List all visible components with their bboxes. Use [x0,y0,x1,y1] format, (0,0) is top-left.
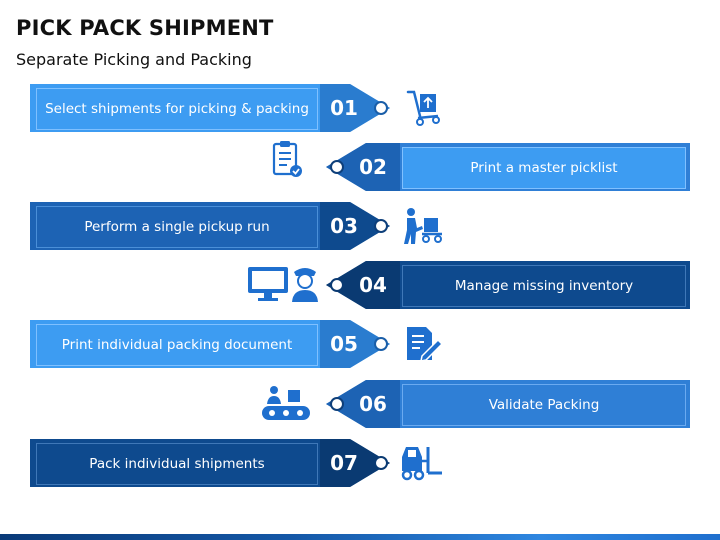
page-subtitle: Separate Picking and Packing [16,50,252,69]
document-edit-icon [407,327,444,362]
step-1-label: Select shipments for picking & packing [36,88,318,130]
worker-cart-icon [404,208,442,244]
step-row-7: Pack individual shipments 07 [30,439,400,489]
step-7-label: Pack individual shipments [36,443,318,485]
step-3-number: 03 [330,214,358,238]
step-7-number: 07 [330,451,358,475]
step-row-5: Print individual packing document 05 [30,320,400,370]
page-title: PICK PACK SHIPMENT [16,16,274,40]
conveyor-worker-icon [262,386,310,420]
step-row-3: Perform a single pickup run 03 [30,202,400,252]
clipboard-icon [272,141,302,177]
monitor-operator-icon [248,267,318,302]
step-row-1: Select shipments for picking & packing 0… [30,84,400,134]
step-2-number: 02 [359,155,387,179]
step-5-label: Print individual packing document [36,324,318,366]
step-6-label: Validate Packing [402,384,686,426]
bottom-accent-bar [0,534,720,540]
step-6-number: 06 [359,392,387,416]
step-5-number: 05 [330,332,358,356]
step-3-label: Perform a single pickup run [36,206,318,248]
hand-truck-icon [406,90,440,126]
step-1-number: 01 [330,96,358,120]
step-2-label: Print a master picklist [402,147,686,189]
step-row-4: 04 Manage missing inventory [326,261,690,311]
step-row-2: 02 Print a master picklist [326,143,690,193]
forklift-icon [401,447,442,481]
step-row-6: 06 Validate Packing [326,380,690,430]
step-4-number: 04 [359,273,387,297]
step-4-label: Manage missing inventory [402,265,686,307]
